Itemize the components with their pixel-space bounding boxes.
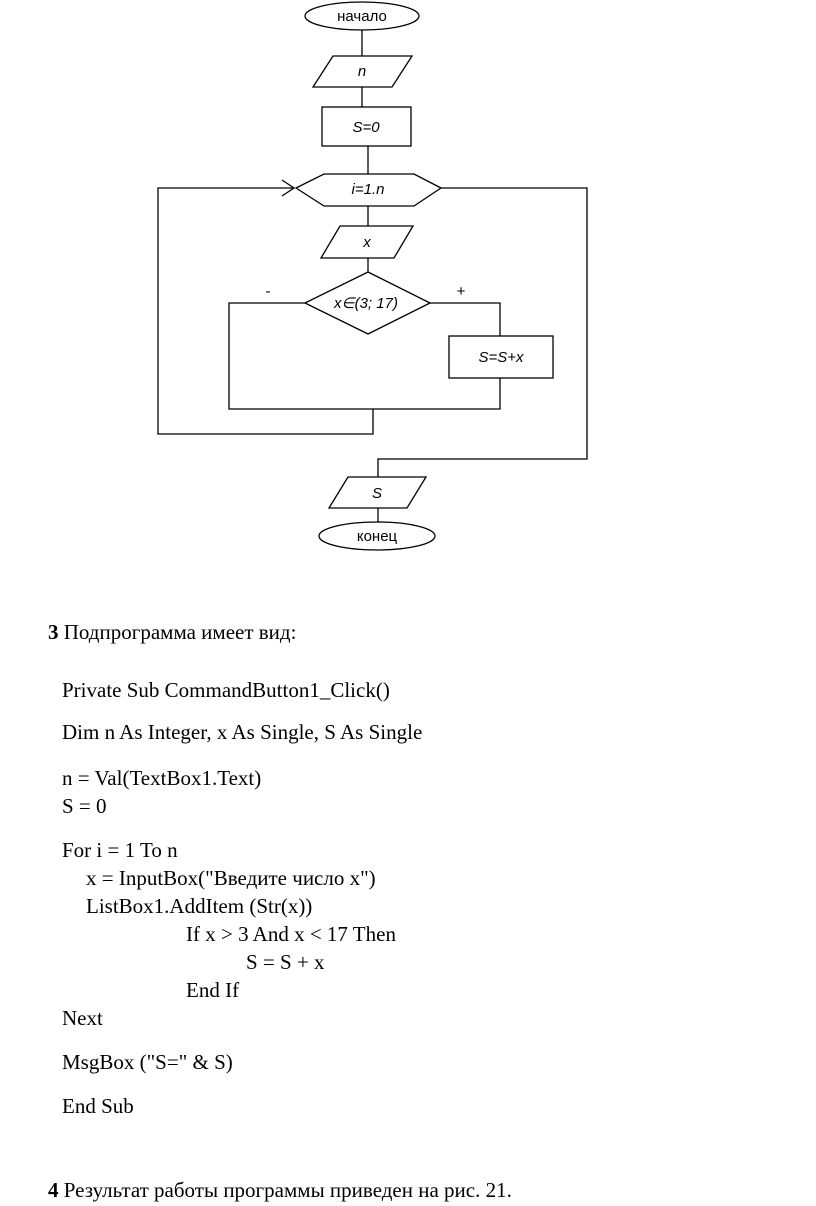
accumulate-block: S=S+x [448,335,554,379]
code-line: End If [186,978,240,1002]
input-n-block: n [311,55,414,88]
output-block: S [327,476,428,509]
code-line: End Sub [62,1094,134,1118]
yes-branch-label: + [457,283,466,300]
loop-label: i=1.n [352,181,385,198]
start-terminal: начало [304,1,420,31]
accumulate-label: S=S+x [478,349,524,366]
connector-lines [157,30,588,523]
code-line: Private Sub CommandButton1_Click() [62,678,390,702]
section-4-text: Результат работы программы приведен на р… [63,1178,512,1202]
end-terminal: конец [318,521,436,551]
condition-label: x∈(3; 17) [333,295,398,312]
output-label: S [372,485,382,502]
no-branch-label: - [266,283,271,300]
input-n-label: n [358,63,366,80]
start-label: начало [337,8,387,25]
input-x-block: x [319,225,415,259]
init-label: S=0 [352,119,380,136]
section-3-text: Подпрограмма имеет вид: [63,620,297,644]
section-3-number: 3 [48,620,59,644]
code-line: x = InputBox("Введите число x") [86,866,376,890]
section-4-number: 4 [48,1178,59,1202]
section-4-heading: 4 Результат работы программы приведен на… [48,1178,512,1203]
code-line: Dim n As Integer, x As Single, S As Sing… [62,720,423,744]
code-line: S = 0 [62,794,107,818]
loop-block: i=1.n [294,173,443,207]
condition-block: x∈(3; 17) [303,271,432,335]
flowchart: начало n S=0 i=1.n x x∈(3; 17) - + S=S+x… [157,1,588,551]
code-line: Next [62,1006,103,1030]
code-line: ListBox1.AddItem (Str(x)) [86,894,313,918]
code-line: MsgBox ("S=" & S) [62,1050,233,1074]
code-line: If x > 3 And x < 17 Then [186,922,396,946]
init-block: S=0 [321,106,412,147]
code-line: For i = 1 To n [62,838,178,862]
input-x-label: x [362,234,371,251]
code-line: n = Val(TextBox1.Text) [62,766,262,790]
section-3-heading: 3 Подпрограмма имеет вид: [48,620,296,645]
code-line: S = S + x [246,950,325,974]
end-label: конец [357,528,398,545]
